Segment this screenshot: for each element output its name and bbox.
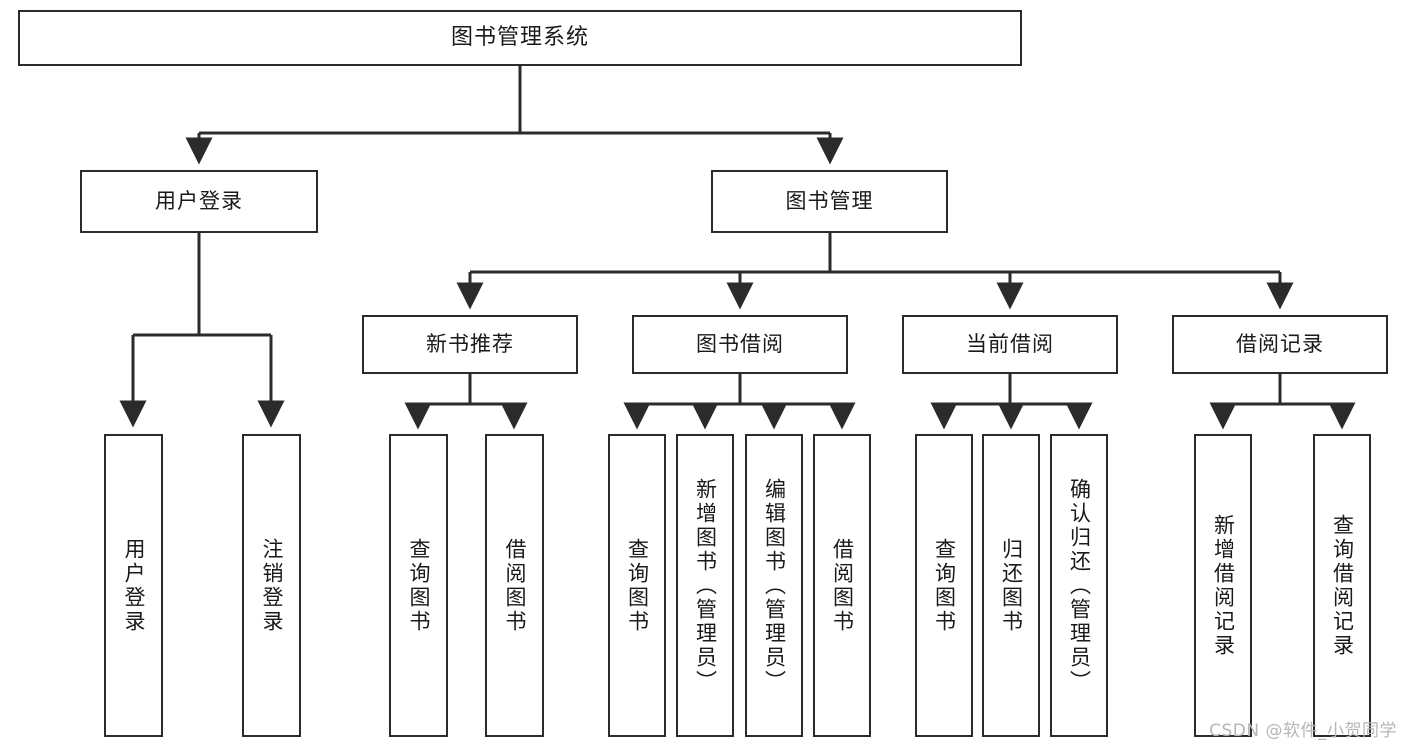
node-leaf-return-book[interactable]: 归还图书 xyxy=(982,434,1040,737)
node-leaf-edit-book[interactable]: 编辑图书（管理员） xyxy=(745,434,803,737)
node-leaf-query-book-2[interactable]: 查询图书 xyxy=(608,434,666,737)
node-leaf-confirm-return-label: 确认归还（管理员） xyxy=(1067,477,1092,694)
node-leaf-query-record-label: 查询借阅记录 xyxy=(1330,513,1355,658)
node-leaf-return-book-label: 归还图书 xyxy=(999,537,1024,634)
node-book-borrow[interactable]: 图书借阅 xyxy=(632,315,848,374)
node-leaf-query-book-3[interactable]: 查询图书 xyxy=(915,434,973,737)
node-leaf-confirm-return[interactable]: 确认归还（管理员） xyxy=(1050,434,1108,737)
node-leaf-add-record[interactable]: 新增借阅记录 xyxy=(1194,434,1252,737)
node-leaf-logout-login[interactable]: 注销登录 xyxy=(242,434,301,737)
node-leaf-query-book-1-label: 查询图书 xyxy=(407,537,432,634)
node-book-manage-label: 图书管理 xyxy=(785,189,874,214)
node-leaf-borrow-book-1-label: 借阅图书 xyxy=(503,537,528,634)
node-leaf-query-record[interactable]: 查询借阅记录 xyxy=(1313,434,1371,737)
node-new-book-recommend[interactable]: 新书推荐 xyxy=(362,315,578,374)
node-leaf-borrow-book-2[interactable]: 借阅图书 xyxy=(813,434,871,737)
node-borrow-record-label: 借阅记录 xyxy=(1236,332,1324,357)
node-leaf-add-record-label: 新增借阅记录 xyxy=(1211,513,1236,658)
node-leaf-borrow-book-1[interactable]: 借阅图书 xyxy=(485,434,544,737)
node-leaf-add-book[interactable]: 新增图书（管理员） xyxy=(676,434,734,737)
node-book-borrow-label: 图书借阅 xyxy=(696,332,784,357)
node-leaf-query-book-3-label: 查询图书 xyxy=(932,537,957,634)
node-root-system[interactable]: 图书管理系统 xyxy=(18,10,1022,66)
node-book-manage[interactable]: 图书管理 xyxy=(711,170,948,233)
node-leaf-user-login-label: 用户登录 xyxy=(122,537,147,634)
node-leaf-borrow-book-2-label: 借阅图书 xyxy=(830,537,855,634)
csdn-watermark: CSDN @软件_小贺同学 xyxy=(1209,721,1397,741)
node-new-book-recommend-label: 新书推荐 xyxy=(426,332,514,357)
node-leaf-add-book-label: 新增图书（管理员） xyxy=(693,477,718,694)
node-leaf-logout-login-label: 注销登录 xyxy=(260,537,285,634)
node-current-borrow[interactable]: 当前借阅 xyxy=(902,315,1118,374)
node-current-borrow-label: 当前借阅 xyxy=(966,332,1054,357)
node-borrow-record[interactable]: 借阅记录 xyxy=(1172,315,1388,374)
node-user-login-label: 用户登录 xyxy=(155,189,243,214)
node-user-login[interactable]: 用户登录 xyxy=(80,170,318,233)
node-leaf-edit-book-label: 编辑图书（管理员） xyxy=(762,477,787,694)
node-leaf-query-book-2-label: 查询图书 xyxy=(625,537,650,634)
node-root-label: 图书管理系统 xyxy=(450,25,589,51)
node-leaf-query-book-1[interactable]: 查询图书 xyxy=(389,434,448,737)
node-leaf-user-login[interactable]: 用户登录 xyxy=(104,434,163,737)
